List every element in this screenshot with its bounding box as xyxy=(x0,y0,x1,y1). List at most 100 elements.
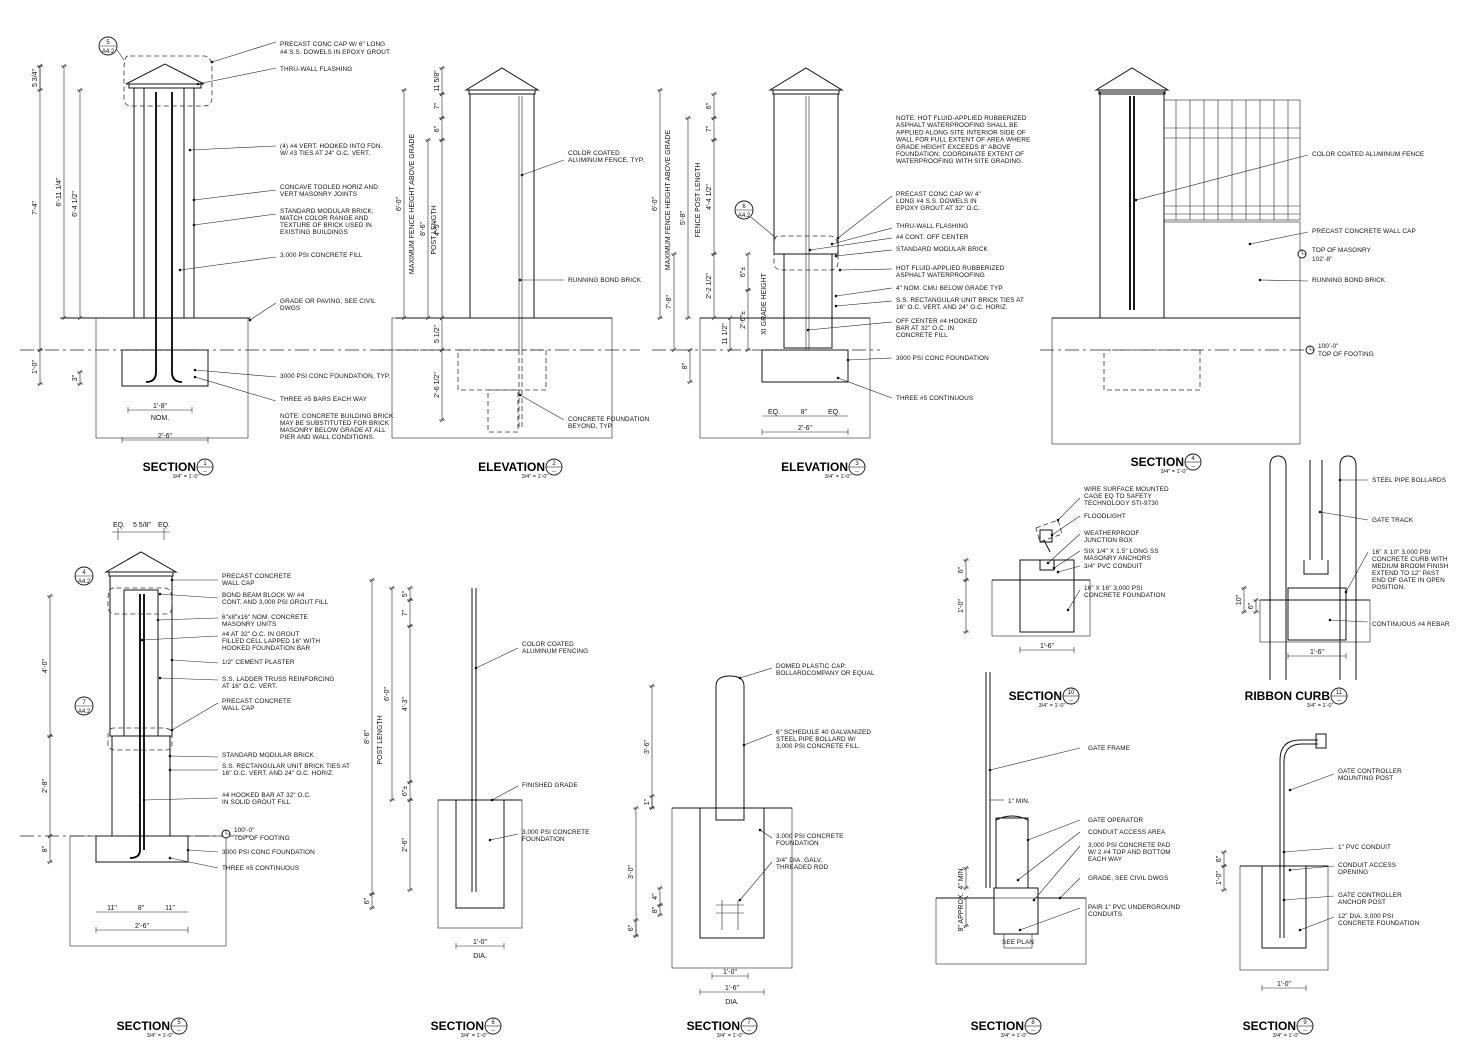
line xyxy=(1047,533,1081,564)
line xyxy=(809,237,893,251)
leader-dot xyxy=(1046,561,1050,565)
leader-dot xyxy=(1018,928,1022,932)
line xyxy=(1345,551,1369,593)
note-text: GATE CONTROLLER xyxy=(1338,892,1402,899)
line xyxy=(1241,609,1247,615)
note-text: THREE #5 BARS EACH WAY xyxy=(280,396,368,403)
line xyxy=(1057,497,1081,521)
elevation-marker-fill xyxy=(1301,249,1307,255)
dimension-text: 3'-6" xyxy=(644,740,651,754)
precast-cap xyxy=(768,67,844,91)
note-text: END OF GATE IN OPEN xyxy=(1372,577,1445,584)
line xyxy=(77,369,83,375)
leader-dot xyxy=(520,173,524,177)
leader-dot xyxy=(1056,570,1060,574)
note-text: GATE TRACK xyxy=(1372,517,1414,524)
note-text: 3,000 PSI CONCRETE FILL xyxy=(280,252,363,259)
leader-dot xyxy=(158,676,162,680)
line xyxy=(1319,511,1369,521)
note-text: #4 HOOKED BAR AT 32" O.C. xyxy=(222,792,311,799)
line xyxy=(159,677,219,681)
detail-number: 9 xyxy=(1303,1020,1307,1026)
leader-dot xyxy=(838,268,842,272)
line xyxy=(837,377,893,399)
line xyxy=(1135,154,1309,201)
note-text: IN SOLID GROUT FILL xyxy=(222,799,291,806)
line xyxy=(745,287,751,293)
note-text: 1" PVC CONDUIT xyxy=(1338,844,1391,851)
cmu-core xyxy=(123,589,159,737)
line xyxy=(211,41,277,63)
line xyxy=(1033,845,1081,901)
line xyxy=(407,797,413,803)
line xyxy=(179,256,277,271)
reference-sheet: A4.2 xyxy=(102,49,115,55)
dimension-text: 8" xyxy=(42,845,49,852)
dimension-text: 7'-8" xyxy=(666,295,673,309)
note-text: WIRE SURFACE MOUNTED xyxy=(1084,486,1169,493)
note-text: MAY BE SUBSTITUTED FOR BRICK xyxy=(280,420,390,427)
note-text: THRU-WALL FLASHING xyxy=(896,223,968,230)
floodlight-cage xyxy=(1035,519,1063,543)
detail-sheet: -- xyxy=(1031,1028,1035,1034)
note-text: GATE CONTROLLER xyxy=(1338,768,1402,775)
wall-section xyxy=(783,253,833,349)
leader-dot xyxy=(168,754,172,758)
callout-cloud xyxy=(107,727,173,751)
leader-dot xyxy=(210,60,214,64)
detail-sheet: -- xyxy=(747,1028,751,1034)
line xyxy=(835,249,893,257)
line xyxy=(77,315,83,321)
line xyxy=(727,315,733,321)
leader-dot xyxy=(1052,566,1056,570)
line xyxy=(159,593,219,599)
leader-dot xyxy=(158,592,162,596)
note-text: NOTE: CONCRETE BUILDING BRICK xyxy=(280,413,394,420)
note-text: #4 S.S. DOWELS IN EPOXY GROUT xyxy=(280,49,390,56)
detail-number: 5 xyxy=(177,1020,181,1026)
operator-top xyxy=(995,815,1029,821)
note-text: NOTE: HOT FLUID-APPLIED RUBBERIZED xyxy=(896,115,1027,122)
leader-dot xyxy=(1318,510,1322,514)
leader-dot xyxy=(186,848,190,852)
line xyxy=(77,381,83,387)
dimension-text: 11" xyxy=(107,905,117,912)
dimension-text: 2'-6" xyxy=(135,923,149,930)
dimension-text: 6" xyxy=(706,102,713,109)
note-text: 3000 PSI CONC FOUNDATION, TYP. xyxy=(280,373,390,380)
detail-scale: 3/4" = 1'-0" xyxy=(522,474,549,480)
line xyxy=(193,189,277,201)
note-text: EPOXY GROUT AT 32" O.C. xyxy=(896,205,980,212)
dimension-text: 2'-6" xyxy=(158,433,172,440)
line xyxy=(491,785,519,801)
leader-dot xyxy=(168,768,172,772)
note-text: PRECAST CONCRETE xyxy=(222,573,291,580)
line xyxy=(1027,819,1081,841)
elevation-marker-fill xyxy=(1309,345,1315,351)
gate-operator xyxy=(995,817,1029,889)
precast-cap xyxy=(125,63,205,85)
note-text: 16" X 16" 3,000 PSI xyxy=(1084,585,1142,592)
detail-scale: 3/4" = 1'-0" xyxy=(173,474,200,480)
line xyxy=(439,417,445,423)
note-text: COLOR COATED xyxy=(568,150,620,157)
line xyxy=(657,87,663,93)
dimension-text: XI GRADE HEIGHT xyxy=(761,272,768,335)
dimension-text: 8" xyxy=(682,362,689,369)
detail-sheet: -- xyxy=(552,469,556,475)
dimension-text: 6'-0" xyxy=(396,197,403,211)
leader-dot xyxy=(142,798,146,802)
leader-dot xyxy=(1288,788,1292,792)
path xyxy=(129,849,141,859)
note-text: CONDUIT ACCESS xyxy=(1338,862,1396,869)
line xyxy=(1059,877,1081,899)
line xyxy=(963,577,969,583)
detail-title: SECTION xyxy=(117,1019,170,1033)
note-text: WATERPROOFING WITH SITE GRADING. xyxy=(896,158,1023,165)
line xyxy=(1017,831,1081,881)
note-text: ALUMINUM FENCING xyxy=(522,648,588,655)
line xyxy=(633,933,639,939)
line xyxy=(963,885,969,891)
dimension-text: 11 5/8" xyxy=(434,70,441,92)
dimension-text: 6"± xyxy=(402,786,409,796)
